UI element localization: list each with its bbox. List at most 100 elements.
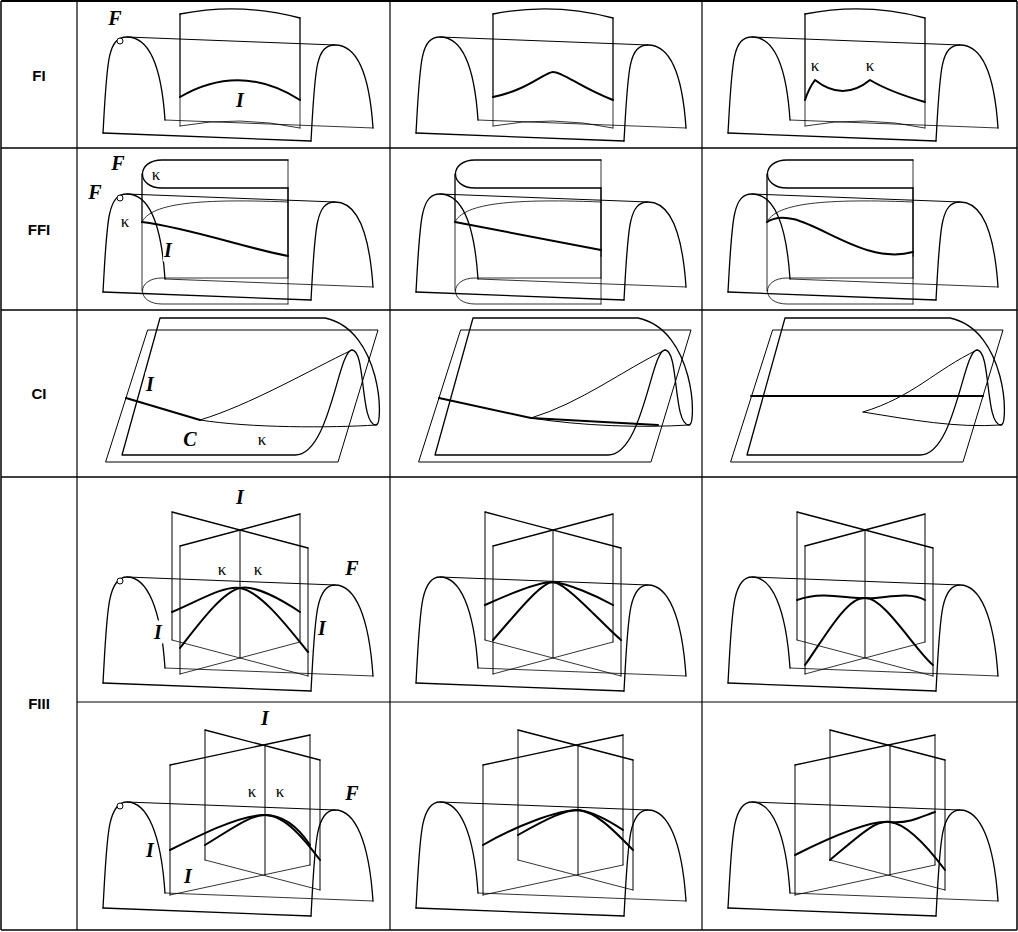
ridge-crest [752, 577, 960, 585]
curve-label: κ [217, 560, 228, 580]
intersection-curve [172, 588, 308, 652]
ridge-base [416, 908, 624, 916]
surface-figure [416, 9, 686, 141]
sheet-edge [205, 860, 320, 890]
intersection-curve [751, 395, 983, 397]
ridge-profile [416, 577, 478, 683]
curve-label: I [235, 89, 245, 112]
sheet-edge [633, 760, 634, 890]
ridge-base [728, 292, 936, 300]
curve-label: F [107, 7, 122, 30]
sheet-edge [518, 860, 633, 890]
ridge-base [165, 279, 373, 287]
ridge-base [103, 133, 311, 141]
intersection-curve [200, 420, 376, 427]
ridge-base [478, 279, 686, 287]
table-rule [1, 309, 1017, 311]
sheet-edge [805, 546, 806, 674]
sheet-edge [142, 222, 143, 291]
surface-figure [103, 160, 373, 304]
intersection-curve [795, 812, 935, 855]
sheet-edge [265, 745, 266, 875]
sheet-edge [435, 318, 692, 455]
sheet-edge [747, 318, 1004, 455]
surface-figure [103, 9, 373, 141]
sheet-edge [493, 9, 613, 18]
ridge-base [416, 292, 624, 300]
sheet-edge [731, 330, 1003, 462]
curve-label: κ [865, 56, 876, 76]
sheet-edge [300, 100, 301, 128]
curve-label: F [110, 152, 125, 175]
ridge-base [416, 133, 624, 141]
surface-figure [728, 730, 998, 916]
sheet-edge [320, 760, 321, 890]
sheet-edge [805, 97, 806, 126]
sheet-edge [612, 18, 613, 100]
ridge-profile [103, 37, 165, 133]
row-label: FI [31, 67, 46, 84]
sheet-edge [518, 730, 633, 760]
curve-label: I [145, 373, 155, 396]
surface-figure [731, 318, 1004, 462]
intersection-curve [455, 222, 601, 250]
sheet-edge [456, 278, 602, 304]
ridge-base [790, 668, 998, 676]
curve-label: F [344, 782, 359, 805]
sheet-edge [456, 160, 602, 188]
ridge-crest [440, 802, 648, 810]
sheet-edge [768, 160, 914, 188]
ridge-crest [127, 577, 335, 585]
sheet-edge [623, 735, 624, 865]
curve-label: F [344, 557, 359, 580]
curve-label: I [317, 617, 327, 640]
sheet-edge [180, 546, 181, 674]
sheet-edge [141, 174, 142, 222]
sheet-edge [768, 278, 914, 304]
intersection-curve [126, 398, 200, 420]
sheet-edge [553, 530, 554, 658]
curve-label: κ [253, 560, 264, 580]
table-rule [1, 476, 1017, 478]
fold-marker [117, 38, 123, 44]
sheet-edge [913, 160, 914, 278]
table-rule [1, 929, 1017, 931]
sheet-edge [830, 730, 831, 860]
sheet-edge [143, 278, 289, 304]
sheet-edge [483, 765, 484, 895]
sheet-edge [492, 14, 493, 97]
surface-figure [103, 730, 373, 916]
curve-label: I [235, 486, 245, 509]
table-rule [0, 1, 2, 930]
curve-label: F [87, 181, 102, 204]
fold-marker [117, 578, 123, 584]
curve-label: I [153, 621, 163, 644]
ridge-base [478, 893, 686, 901]
ridge-crest [752, 802, 960, 810]
sheet-edge [621, 548, 622, 676]
surface-figure [416, 160, 686, 304]
ridge-base [790, 279, 998, 287]
sheet-edge [925, 100, 926, 128]
ridge-profile [728, 802, 790, 908]
curve-label: κ [275, 782, 286, 802]
ridge-crest [440, 37, 648, 45]
sheet-edge [455, 222, 456, 291]
curve-label: I [145, 839, 155, 862]
sheet-edge [933, 548, 934, 676]
intersection-curve [531, 418, 689, 426]
sheet-edge [805, 121, 925, 128]
row-label: FIII [27, 695, 51, 712]
curve-label: I [163, 239, 173, 262]
sheet-edge [601, 160, 602, 278]
ridge-base [790, 120, 998, 128]
sheet-edge [288, 160, 289, 278]
surface-figure [728, 9, 998, 141]
intersection-curve [493, 72, 613, 100]
sheet-edge [805, 9, 925, 18]
surface-figure [728, 512, 998, 691]
intersection-curve [797, 595, 933, 665]
table-rule [1, 0, 1017, 2]
